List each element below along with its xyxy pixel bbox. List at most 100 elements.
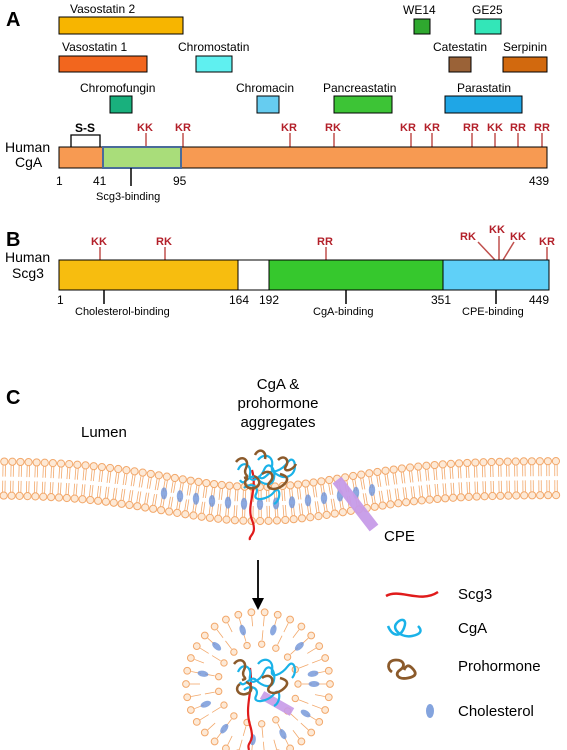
cga-squiggle-vesicle — [243, 686, 281, 707]
lipid-head — [495, 457, 504, 466]
scg3-position: 1 — [57, 293, 64, 307]
cholesterol — [220, 723, 229, 734]
lipid-head — [381, 466, 390, 475]
lipid-head — [220, 701, 228, 709]
lipid-head — [194, 477, 203, 487]
lipid-head — [479, 458, 488, 467]
scg3-site-label: KK — [91, 236, 107, 248]
lipid-head — [62, 493, 71, 503]
lipid-head — [178, 475, 187, 484]
lipid-head — [544, 491, 553, 500]
lipid-head — [338, 508, 347, 517]
cholesterol — [192, 492, 200, 505]
lipid-head — [273, 610, 282, 619]
lipid-head — [472, 492, 481, 501]
lipid-head — [210, 622, 219, 631]
lipid-head — [243, 641, 251, 650]
cga-site-label: KR — [424, 122, 440, 134]
lipid-head — [200, 631, 209, 640]
lipid-head — [170, 473, 179, 483]
panel-c-letter: C — [6, 387, 20, 409]
lipid-head — [234, 610, 243, 619]
lipid-head — [101, 497, 111, 506]
cholesterol — [176, 490, 184, 503]
lipid-head — [317, 477, 326, 486]
cga-site-label: KR — [400, 122, 416, 134]
peptide-label-we14: WE14 — [403, 3, 436, 17]
lipid-head — [222, 744, 230, 750]
secretory-vesicle — [182, 608, 334, 750]
scg3-position: 192 — [259, 293, 279, 307]
lipid-head — [257, 720, 266, 728]
lipid-head — [186, 476, 195, 485]
lipid-head — [146, 469, 155, 479]
scg3-site-label: RK — [156, 236, 172, 248]
lipid-head — [8, 457, 17, 466]
cga-site-label: KK — [487, 122, 503, 134]
lipid-head — [48, 459, 57, 468]
lipid-head — [527, 457, 536, 466]
scg3-protein-name: Scg3 — [12, 265, 44, 281]
lipid-head — [257, 640, 266, 648]
lipid-head — [39, 492, 48, 501]
lipid-head — [225, 481, 234, 490]
lipid-head — [222, 615, 230, 624]
lipid-head — [230, 516, 240, 525]
cholesterol — [160, 487, 168, 500]
lipid-head — [551, 457, 561, 466]
lipid-head — [425, 495, 434, 504]
lipid-head — [32, 458, 41, 467]
lipid-head — [306, 513, 315, 522]
cga-squiggle-vesicle — [257, 658, 297, 679]
legend-label: Scg3 — [458, 586, 492, 603]
prohormone-squiggle-vesicle — [233, 659, 247, 682]
lipid-head — [297, 737, 306, 746]
cga-site-label: RR — [534, 122, 550, 134]
lipid-head — [286, 481, 295, 490]
lipid-head — [192, 642, 201, 650]
lipid-head — [89, 462, 98, 471]
aggregate-cluster — [235, 449, 298, 541]
lipid-head — [0, 457, 9, 466]
lipid-head — [94, 496, 103, 505]
peptide-box-chromostatin — [195, 55, 233, 73]
vesicle-contents — [233, 658, 297, 750]
lipid-head — [54, 493, 64, 502]
lipid-head — [307, 728, 316, 737]
lipid-head — [286, 615, 294, 624]
lipid-head — [256, 516, 265, 526]
lipid-head — [536, 491, 545, 500]
lipid-head — [448, 493, 458, 502]
lipid-head — [70, 494, 79, 503]
scg3-cga-binding-domain — [268, 259, 444, 291]
lipid-head — [315, 718, 324, 726]
lipid-head — [15, 491, 24, 501]
lipid-head — [520, 491, 529, 500]
peptide-box-vasostatin-2 — [58, 16, 184, 35]
lipid-head — [81, 461, 90, 470]
lipid-head — [463, 458, 472, 468]
lipid-head — [192, 718, 201, 726]
cga-position: 41 — [93, 174, 107, 188]
budding-arrowhead — [252, 598, 264, 610]
prohormone-squiggle — [235, 457, 249, 480]
lipid-head — [130, 467, 139, 476]
lipid-head — [197, 512, 206, 521]
peptide-box-chromacin — [256, 95, 280, 114]
cga-site-label: RR — [510, 122, 526, 134]
cga-squiggle — [243, 484, 281, 505]
lipid-head — [232, 482, 242, 491]
scg3-position: 351 — [431, 293, 451, 307]
lipid-head — [433, 494, 442, 504]
lipid-head — [205, 513, 215, 522]
lipid-head — [117, 499, 126, 508]
membrane-bilayer — [0, 457, 561, 526]
lumen-label: Lumen — [81, 424, 127, 441]
lipid-head — [182, 680, 190, 688]
legend-label: CgA — [458, 620, 487, 637]
lipid-head — [162, 472, 171, 481]
lipid-head — [386, 500, 395, 509]
lipid-head — [210, 737, 219, 746]
lipid-head — [109, 498, 118, 507]
